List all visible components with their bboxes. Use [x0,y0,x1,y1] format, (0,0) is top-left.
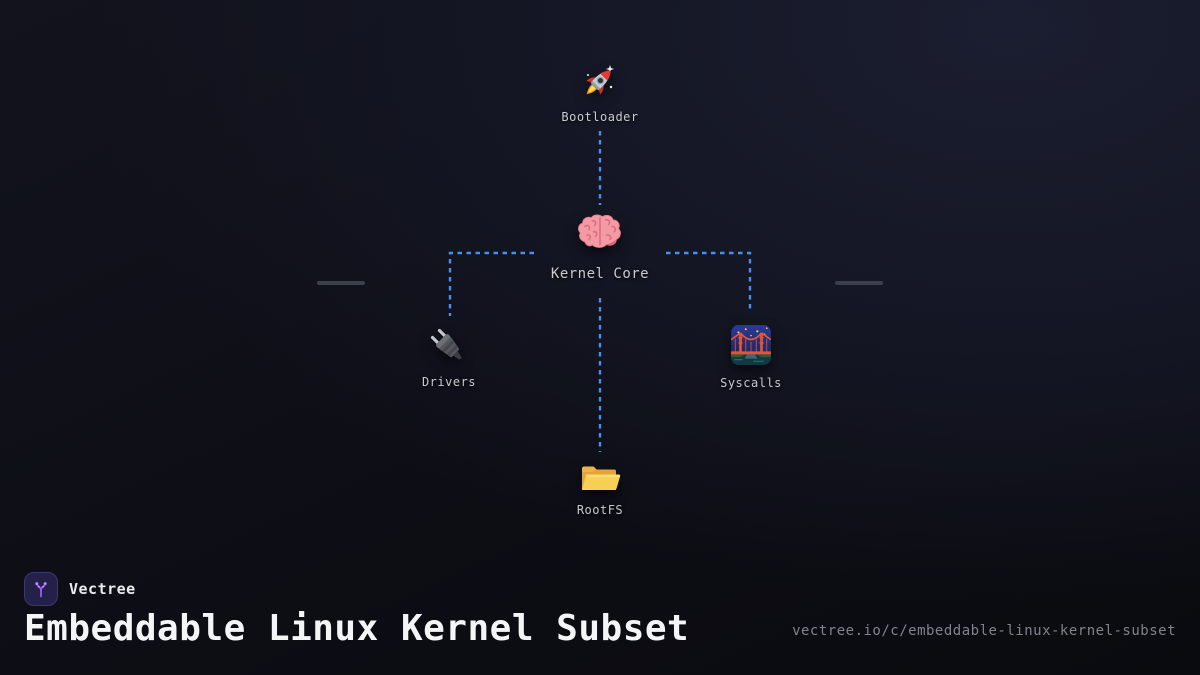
left-dash-tick [317,281,365,285]
bridge-icon [730,324,772,366]
brand-row: Vectree [24,572,136,606]
node-drivers[interactable]: Drivers [359,324,539,389]
edge-kernel-drivers [448,251,534,316]
right-dash-tick [835,281,883,285]
node-label-bootloader: Bootloader [561,110,639,124]
page-title: Embeddable Linux Kernel Subset [24,608,690,649]
card-url: vectree.io/c/embeddable-linux-kernel-sub… [792,623,1176,639]
edge-kernel-syscalls [666,251,752,311]
rocket-icon [579,62,621,104]
node-label-rootfs: RootFS [576,503,624,517]
brain-icon [576,213,624,253]
node-kernel-core[interactable]: Kernel Core [510,213,690,282]
plug-icon [426,324,472,370]
node-rootfs[interactable]: RootFS [510,459,690,517]
footer: Vectree Embeddable Linux Kernel Subset v… [0,555,1200,675]
folder-icon [578,459,622,497]
node-label-drivers: Drivers [421,375,477,389]
vectree-logo-icon [24,572,58,606]
node-bootloader[interactable]: Bootloader [510,62,690,124]
node-label-kernel-core: Kernel Core [550,266,650,282]
node-label-syscalls: Syscalls [720,376,782,390]
brand-name: Vectree [69,580,136,598]
node-syscalls[interactable]: Syscalls [661,324,841,390]
